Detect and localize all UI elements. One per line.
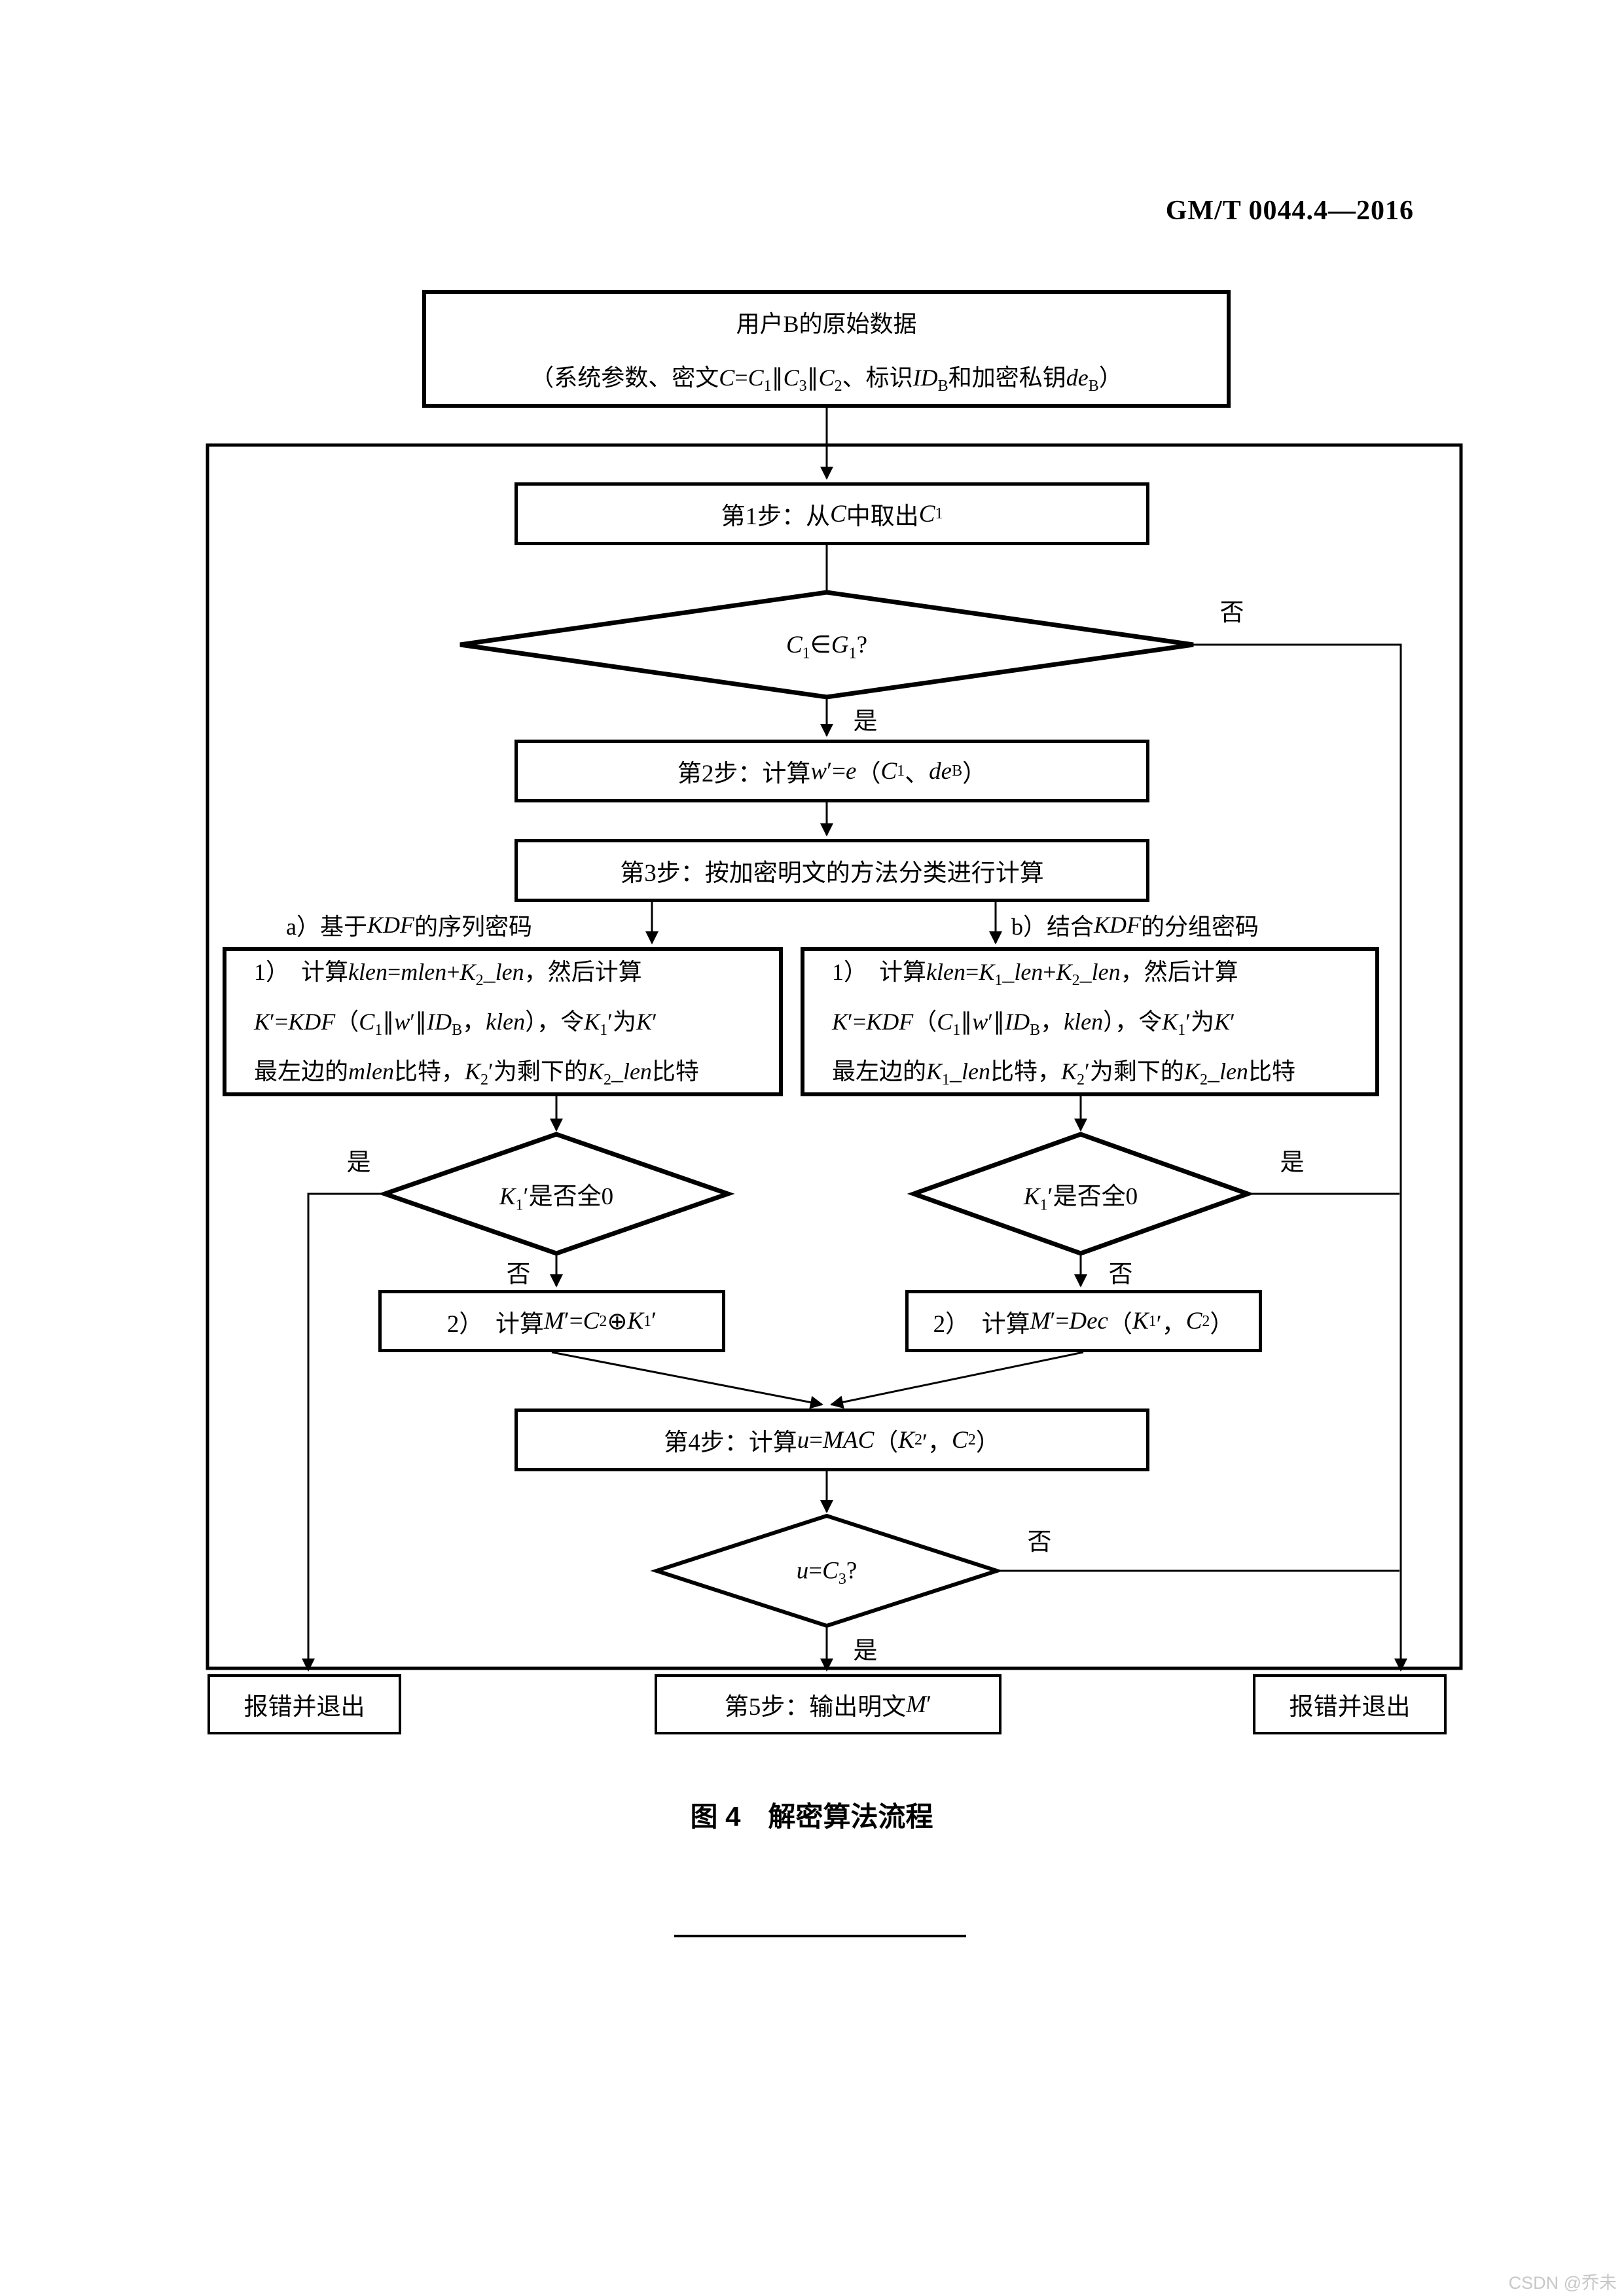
yes-label-d1: 是 bbox=[853, 708, 878, 735]
start-line2: （系统参数、密文C=C1∥C3∥C2、标识IDB和加密私钥deB） bbox=[530, 365, 1123, 395]
kdf-stream-line2: K′=KDF（C1∥w′∥IDB，klen），令K1′为K′ bbox=[254, 1009, 657, 1039]
no-label-d3: 否 bbox=[1027, 1529, 1052, 1556]
kdf-stream-cipher-box: 1） 计算klen=mlen+K2_len，然后计算 K′=KDF（C1∥w′∥… bbox=[223, 947, 783, 1096]
decision-c1-in-g1 bbox=[460, 590, 1194, 700]
kdf-block-line3: 最左边的K1_len比特，K2′为剩下的K2_len比特 bbox=[832, 1058, 1295, 1089]
start-line1: 用户B的原始数据 bbox=[736, 311, 917, 337]
yes-label-d2a: 是 bbox=[346, 1149, 371, 1176]
watermark-text: CSDN @乔未 bbox=[1508, 2273, 1617, 2293]
error-exit-right-node: 报错并退出 bbox=[1253, 1674, 1447, 1734]
decision-u-equals-c3 bbox=[650, 1513, 1003, 1628]
kdf-stream-line3: 最左边的mlen比特，K2′为剩下的K2_len比特 bbox=[254, 1058, 699, 1089]
decision-k1-right-text: K1′是否全0 bbox=[1023, 1183, 1138, 1214]
no-label-d2b: 否 bbox=[1108, 1261, 1133, 1288]
kdf-block-line1: 1） 计算klen=K1_len+K2_len，然后计算 bbox=[832, 959, 1238, 990]
outer-frame bbox=[206, 443, 1463, 1670]
figure-caption: 图 4 解密算法流程 bbox=[690, 1801, 933, 1832]
decision-k1-all-zero-left bbox=[378, 1132, 735, 1256]
no-label-d2a: 否 bbox=[506, 1261, 531, 1288]
decision-c1-in-g1-text: C1∈G1? bbox=[785, 632, 868, 662]
kdf-block-cipher-box: 1） 计算klen=K1_len+K2_len，然后计算 K′=KDF（C1∥w… bbox=[801, 947, 1379, 1096]
no-label-d1: 否 bbox=[1219, 600, 1244, 626]
step3-node: 第3步：按加密明文的方法分类进行计算 bbox=[514, 839, 1149, 902]
start-node: 用户B的原始数据 （系统参数、密文C=C1∥C3∥C2、标识IDB和加密私钥de… bbox=[422, 290, 1231, 408]
decision-k1-left-text: K1′是否全0 bbox=[499, 1183, 614, 1214]
footer-rule bbox=[674, 1935, 966, 1937]
standard-number: GM/T 0044.4—2016 bbox=[1165, 196, 1414, 226]
yes-label-d3: 是 bbox=[853, 1638, 878, 1664]
decision-k1-all-zero-right bbox=[907, 1132, 1255, 1256]
yes-label-d2b: 是 bbox=[1280, 1149, 1305, 1176]
kdf-stream-line1: 1） 计算klen=mlen+K2_len，然后计算 bbox=[254, 959, 642, 990]
arrows bbox=[302, 408, 1407, 1672]
kdf-block-line2: K′=KDF（C1∥w′∥IDB，klen），令K1′为K′ bbox=[832, 1009, 1235, 1039]
error-exit-left-node: 报错并退出 bbox=[208, 1674, 401, 1734]
decision-u-c3-text: u=C3? bbox=[796, 1557, 857, 1588]
